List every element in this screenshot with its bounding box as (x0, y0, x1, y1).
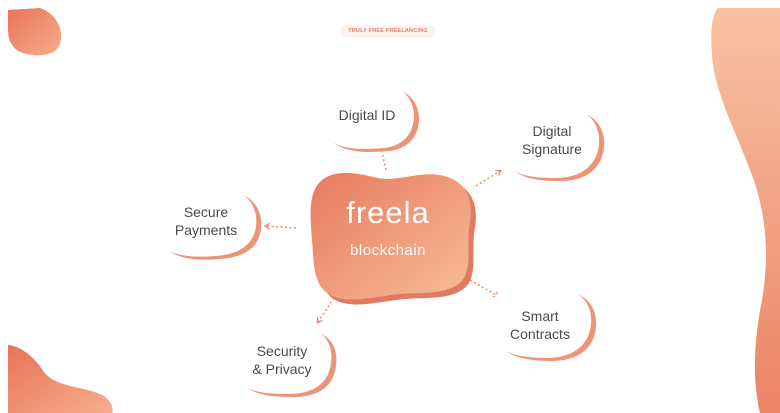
node-digital-signature-label: Digital Signature (522, 123, 582, 157)
node-digital-signature (497, 105, 605, 181)
node-security-privacy (229, 325, 337, 397)
node-secure-payments (150, 187, 262, 260)
node-security-privacy-blob (229, 325, 332, 394)
edge-center-security-privacy (318, 297, 335, 322)
side-blob-right (711, 8, 780, 413)
center-subtitle: blockchain (350, 242, 426, 259)
node-smart-contracts (488, 285, 597, 361)
node-digital-signature-blob (497, 105, 600, 178)
corner-blob-bottom-left (8, 345, 113, 413)
tagline-badge: TRULY FREE FREELANCING (340, 25, 436, 37)
node-digital-id-label: Digital ID (338, 107, 396, 123)
edge-center-digital-signature (475, 171, 500, 187)
node-smart-contracts-blob (488, 285, 592, 358)
corner-blob-top-left (8, 8, 62, 56)
node-security-privacy-label: Security & Privacy (252, 343, 312, 377)
node-digital-id-blob (317, 84, 414, 149)
center-node (310, 172, 476, 305)
edge-center-secure-payments (266, 226, 297, 228)
node-secure-payments-label: Secure Payments (174, 204, 238, 238)
node-digital-id (317, 84, 419, 152)
node-smart-contracts-label: Smart Contracts (510, 308, 570, 342)
edge-center-smart-contracts (469, 279, 498, 296)
center-title: freela (346, 195, 430, 230)
center-blob (310, 172, 471, 300)
node-secure-payments-blob (150, 187, 257, 257)
